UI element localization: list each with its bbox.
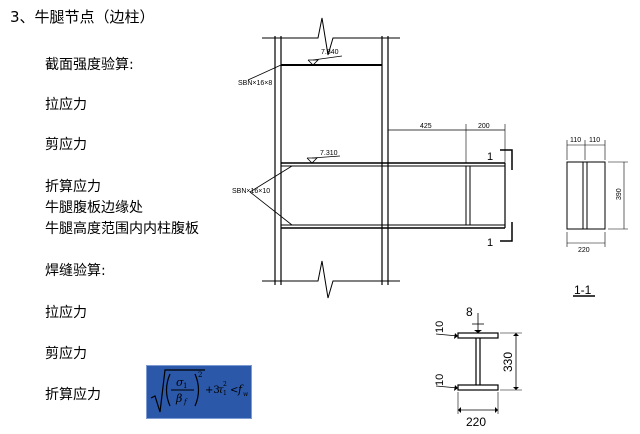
weld-size-bottom-label: 10 — [434, 374, 446, 386]
beam-h-arrow-bottom — [513, 387, 519, 390]
section-mark-bottom-label: 1 — [487, 237, 493, 249]
bottom-break-line — [262, 260, 400, 299]
weld-leader-top — [435, 333, 459, 337]
leader-mid-stiffener-b — [249, 191, 293, 226]
leader-top-stiffener — [247, 64, 282, 81]
ibeam-bottom-flange — [457, 384, 499, 391]
beam-width-label: 220 — [466, 415, 486, 429]
beam-b-arrow-left — [458, 407, 461, 413]
item-column-web: 牛腿高度范围内内柱腹板 — [45, 221, 199, 237]
tau-subscript: 1 — [223, 390, 227, 397]
flange-thickness-label: 8 — [466, 305, 473, 319]
fw-symbol: f — [237, 383, 244, 396]
elevation-top-label: 7.840 — [321, 49, 339, 56]
stiffener-mid-label: SBN×16×10 — [232, 188, 270, 195]
top-break-line — [262, 17, 400, 56]
weld-leader-bottom — [435, 385, 459, 389]
item-weld-tension: 拉应力 — [45, 305, 87, 321]
item-weld-check: 焊缝验算: — [45, 263, 106, 279]
dim-425-label: 425 — [420, 123, 432, 130]
sigma-symbol: σ — [176, 376, 184, 389]
item-strength-check: 截面强度验算: — [45, 57, 134, 73]
paren-left — [165, 373, 171, 407]
section-width-1-label: 110 — [570, 137, 581, 144]
section-mark-bottom — [500, 222, 513, 242]
beta-symbol: β — [175, 392, 182, 405]
item-reduced-stress: 折算应力 — [45, 179, 101, 195]
weld-arrow-bottom — [454, 385, 458, 391]
square-exponent: 2 — [198, 371, 202, 379]
elevation-bracket-label: 7.310 — [320, 150, 338, 157]
section-heading: 3、牛腿节点（边柱） — [10, 8, 155, 26]
formula-box: σ 1 β f 2 +3 τ 1 2 < f w — [146, 365, 252, 419]
section-title-label: 1-1 — [574, 283, 592, 297]
dim-200-label: 200 — [478, 123, 490, 130]
ibeam-top-flange — [457, 332, 499, 339]
formula-graphic: σ 1 β f 2 +3 τ 1 2 < f w — [150, 369, 249, 413]
beam-h-arrow-top — [513, 333, 519, 336]
beta-subscript: f — [183, 398, 188, 406]
section-outline — [566, 161, 606, 230]
elev-leader-top — [312, 55, 343, 61]
radical-sign — [150, 369, 205, 413]
flange-arrow — [474, 330, 482, 333]
sigma-subscript: 1 — [183, 382, 187, 390]
weld-size-top-label: 10 — [434, 321, 446, 333]
item-web-edge: 牛腿腹板边缘处 — [45, 200, 143, 216]
item-tension: 拉应力 — [45, 97, 87, 113]
leader-mid-stiffener-a — [249, 165, 293, 193]
section-mark-top-label: 1 — [487, 151, 493, 163]
beam-height-label: 330 — [501, 352, 515, 372]
section-width-2-label: 110 — [589, 137, 600, 144]
section-height-label: 390 — [616, 188, 623, 200]
beam-b-arrow-right — [495, 407, 498, 413]
fw-subscript: w — [243, 391, 249, 398]
plus-three: +3 — [205, 385, 220, 396]
item-weld-reduced: 折算应力 — [45, 387, 101, 403]
stiffener-top-label: SBN×16×8 — [238, 80, 272, 87]
item-weld-shear: 剪应力 — [45, 346, 87, 362]
tau-symbol: τ — [218, 385, 224, 396]
section-mark-top — [500, 149, 513, 170]
elev-leader-bracket — [311, 155, 341, 159]
less-than: < — [230, 385, 238, 396]
section-bottom-width-label: 220 — [578, 247, 590, 254]
paren-right — [194, 373, 200, 407]
item-shear: 剪应力 — [45, 137, 87, 153]
tau-exponent: 2 — [223, 381, 227, 388]
weld-arrow-top — [454, 333, 458, 339]
